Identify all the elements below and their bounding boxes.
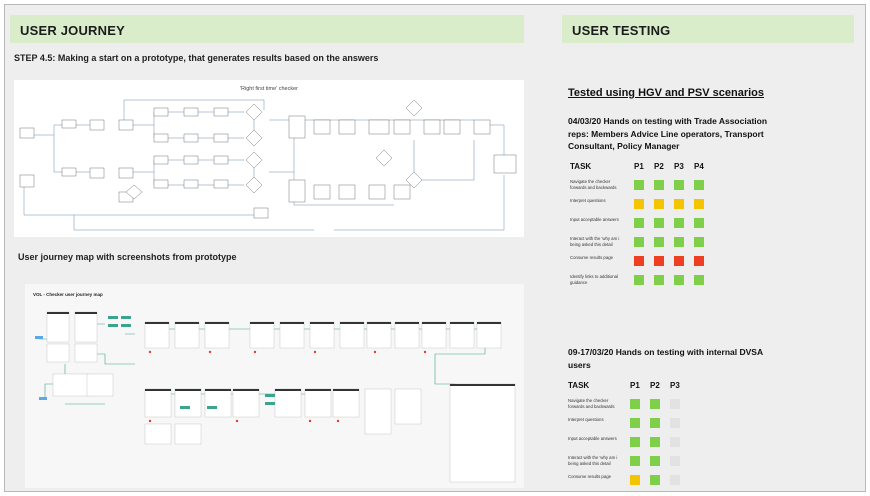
result-cell-green: [654, 218, 664, 228]
result-cell-amber: [674, 199, 684, 209]
journey-map-title: VOL - Checker user journey map: [33, 292, 103, 297]
participant-p2: P2: [654, 162, 664, 171]
session2-description: 09-17/03/20 Hands on testing with intern…: [568, 346, 788, 371]
result-cell-green: [694, 275, 704, 285]
result-cell-green: [654, 180, 664, 190]
result-cell-red: [694, 256, 704, 266]
task-label: Interact with the 'why am i being asked …: [568, 455, 618, 466]
result-cell-grey: [670, 399, 680, 409]
task-label: Input acceptable answers: [568, 436, 617, 441]
result-cell-green: [630, 418, 640, 428]
task-label: Consume results page: [570, 255, 613, 260]
tested-title: Tested using HGV and PSV scenarios: [568, 87, 765, 99]
task-label: Interpret questions: [570, 198, 606, 203]
session1-line2: reps: Members Advice Line operators, Tra…: [568, 128, 764, 139]
step-description: STEP 4.5: Making a start on a prototype,…: [14, 53, 379, 63]
session1-description: 04/03/20 Hands on testing with Trade Ass…: [568, 115, 788, 153]
participant-p1: P1: [630, 381, 640, 390]
participant-p3: P3: [670, 381, 680, 390]
flowchart-connectors: [23, 99, 505, 231]
result-cell-grey: [670, 437, 680, 447]
flowchart-panel: 'Right first time' checker: [14, 80, 524, 237]
result-cell-green: [694, 180, 704, 190]
session2-line2: users: [568, 359, 591, 370]
journey-tags: [35, 316, 275, 409]
result-cell-red: [674, 256, 684, 266]
flowchart-decisions: [125, 99, 423, 200]
result-cell-green: [634, 237, 644, 247]
result-cell-green: [674, 180, 684, 190]
journey-markers: [148, 350, 427, 423]
result-cell-green: [630, 399, 640, 409]
participant-p4: P4: [694, 162, 704, 171]
result-cell-grey: [670, 456, 680, 466]
session2-results-table: TASK P1 P2 P3 Navigate the checker forwa…: [568, 381, 688, 489]
result-cell-green: [694, 237, 704, 247]
result-cell-green: [650, 418, 660, 428]
result-cell-green: [654, 237, 664, 247]
journey-map-heading: User journey map with screenshots from p…: [18, 252, 237, 262]
result-cell-amber: [694, 199, 704, 209]
result-cell-red: [654, 256, 664, 266]
result-cell-red: [634, 256, 644, 266]
task-label: Navigate the checker forwards and backwa…: [570, 179, 617, 190]
user-testing-header: USER TESTING: [562, 15, 854, 43]
result-cell-green: [674, 218, 684, 228]
journey-screens: [46, 311, 516, 483]
result-cell-green: [650, 456, 660, 466]
flowchart-title: 'Right first time' checker: [240, 86, 298, 92]
result-cell-green: [650, 437, 660, 447]
session1-results-table: TASK P1 P2 P3 P4 Navigate the checker fo…: [570, 162, 710, 290]
result-cell-amber: [634, 199, 644, 209]
result-cell-green: [674, 237, 684, 247]
result-cell-grey: [670, 475, 680, 485]
participant-p1: P1: [634, 162, 644, 171]
result-cell-green: [630, 437, 640, 447]
task-header: TASK: [568, 381, 590, 390]
task-label: Input acceptable answers: [570, 217, 619, 222]
result-cell-green: [634, 180, 644, 190]
participant-p2: P2: [650, 381, 660, 390]
result-cell-green: [674, 275, 684, 285]
participant-p3: P3: [674, 162, 684, 171]
result-cell-grey: [670, 418, 680, 428]
task-label: Navigate the checker forwards and backwa…: [568, 398, 615, 409]
journey-map-diagram: VOL - Checker user journey map: [33, 292, 516, 483]
flowchart-diagram: 'Right first time' checker: [19, 86, 517, 231]
session1-line3: Consultant, Policy Manager: [568, 141, 680, 151]
result-cell-amber: [630, 475, 640, 485]
result-cell-green: [694, 218, 704, 228]
journey-screen-headers: [47, 312, 515, 391]
user-journey-header: USER JOURNEY: [10, 15, 524, 43]
journey-map-panel: VOL - Checker user journey map: [25, 284, 524, 488]
flowchart-boxes: [19, 107, 517, 219]
task-label: Identify links to additional guidance: [570, 274, 619, 285]
result-cell-amber: [654, 199, 664, 209]
result-cell-green: [630, 456, 640, 466]
result-cell-green: [654, 275, 664, 285]
result-cell-green: [650, 475, 660, 485]
result-cell-green: [650, 399, 660, 409]
task-label: Interpret questions: [568, 417, 604, 422]
task-label: Consume results page: [568, 474, 611, 479]
task-label: Interact with the 'why am i being asked …: [570, 236, 620, 247]
session1-line1: 04/03/20 Hands on testing with Trade Ass…: [568, 116, 768, 126]
task-header: TASK: [570, 162, 592, 171]
result-cell-green: [634, 275, 644, 285]
session2-line1: 09-17/03/20 Hands on testing with intern…: [568, 347, 764, 357]
result-cell-green: [634, 218, 644, 228]
